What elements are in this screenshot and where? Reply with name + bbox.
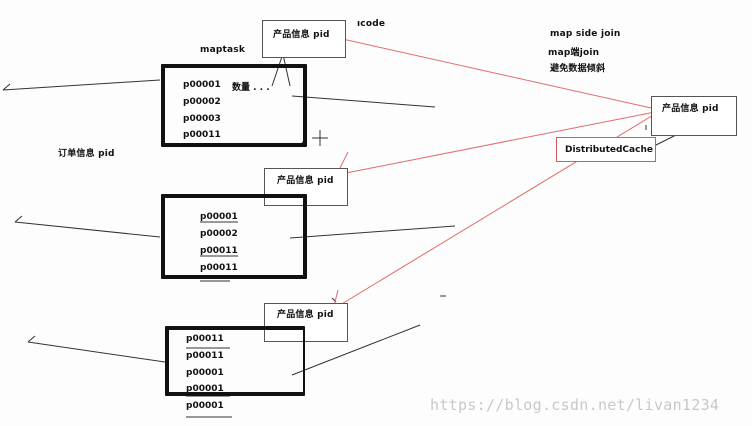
red-arrow-mid — [345, 111, 656, 174]
cursor-crosshair — [312, 130, 328, 146]
code-label: ıcode — [357, 19, 386, 29]
watermark: https://blog.csdn.net/livan1234 — [430, 396, 720, 414]
map-box-3 — [165, 326, 305, 396]
product-box-right: 产品信息 pid — [651, 96, 737, 136]
output-line-1 — [291, 95, 436, 108]
map-box-1-row: p00002 — [183, 97, 221, 107]
red-arrow-top — [337, 37, 661, 111]
product-box-right-label: 产品信息 pid — [662, 104, 719, 114]
note-map-join: map端join — [548, 48, 600, 58]
map-box-3-row: p00011 — [186, 334, 224, 344]
map-box-1 — [161, 64, 307, 147]
map-box-3-row: p00001 — [186, 384, 224, 394]
map-box-1-row: p00003 — [183, 114, 221, 124]
map-box-2-row: p00011 — [200, 246, 238, 256]
distributed-cache-box: DistributedCache — [556, 137, 656, 162]
red-arrow-mid-stub — [339, 151, 349, 169]
input-line-3-tick — [27, 335, 36, 343]
map-box-2-row: p00002 — [200, 229, 238, 239]
product-box-3: 产品信息 pid — [264, 303, 348, 342]
product-box-top: 产品信息 pid — [262, 20, 346, 58]
map-box-2-row: p00001 — [200, 212, 238, 222]
map-box-1-row: p00011 — [183, 130, 221, 140]
input-line-2 — [14, 221, 161, 238]
input-line-3 — [27, 341, 166, 363]
input-line-1 — [2, 79, 161, 91]
map-box-3-row: p00001 — [186, 368, 224, 378]
maptask-label: maptask — [200, 45, 246, 55]
product-box-2-label: 产品信息 pid — [277, 176, 334, 186]
output-line-2 — [289, 225, 456, 239]
product-box-top-label: 产品信息 pid — [273, 30, 330, 40]
map-box-2 — [161, 194, 307, 279]
input-line-2-tick — [14, 215, 23, 223]
input-line-1-tick — [2, 83, 11, 91]
product-box-3-label: 产品信息 pid — [277, 310, 334, 320]
order-info-label: 订单信息 pid — [58, 149, 115, 159]
map-box-1-row: p00001 — [183, 80, 221, 90]
map-box-2-row: p00011 — [200, 263, 238, 273]
note-avoid-skew: 避免数据倾斜 — [550, 64, 606, 74]
distributed-cache-label: DistributedCache — [565, 144, 653, 155]
note-map-side-join: map side join — [550, 29, 621, 39]
map-box-3-row: p00001 — [186, 401, 224, 411]
map-box-3-row: p00011 — [186, 351, 224, 361]
output-line-3 — [291, 324, 421, 376]
map-box-1-extra: 数量 . . . — [232, 83, 270, 93]
